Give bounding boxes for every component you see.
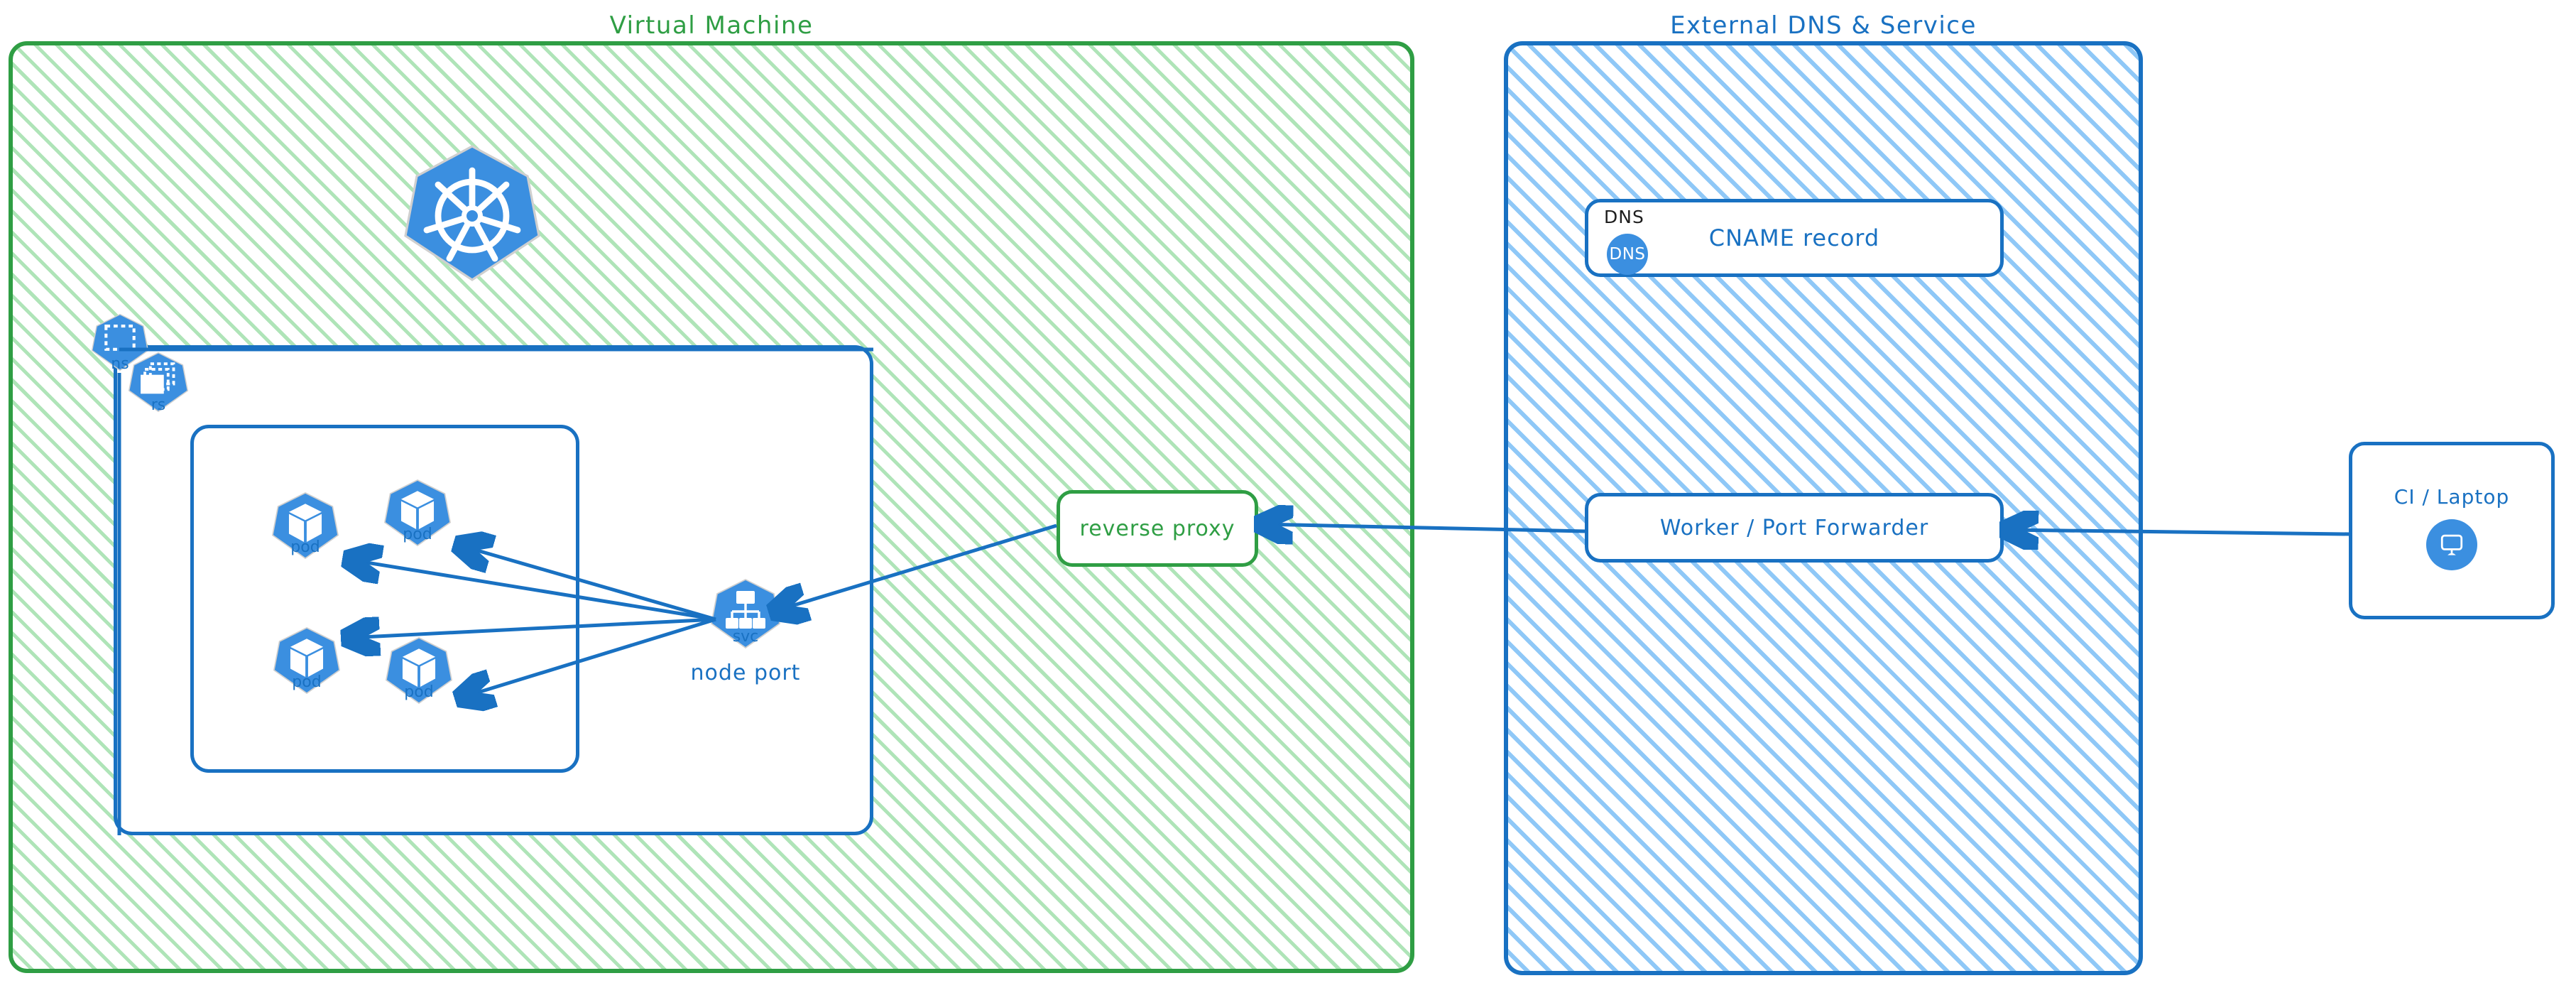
desktop-monitor-icon xyxy=(2426,519,2477,570)
pod-node-1[interactable]: pod xyxy=(271,490,339,574)
node-port-label: node port xyxy=(690,661,801,685)
reverse-proxy-label: reverse proxy xyxy=(1079,516,1235,541)
dns-record-label: CNAME record xyxy=(1708,224,1880,251)
pod-caption: pod xyxy=(403,526,432,543)
service-node[interactable]: svc xyxy=(710,577,781,663)
namespace-node[interactable]: ns xyxy=(91,311,149,382)
kubernetes-logo[interactable] xyxy=(401,142,543,284)
pod-icon xyxy=(383,479,452,547)
ci-laptop-box[interactable]: CI / Laptop xyxy=(2349,442,2555,619)
kubernetes-wheel-icon xyxy=(404,145,540,281)
replicaset-icon xyxy=(128,352,189,413)
pod-icon xyxy=(385,636,453,705)
pod-caption: pod xyxy=(290,538,320,556)
pod-icon xyxy=(273,626,341,695)
worker-port-forwarder-box[interactable]: Worker / Port Forwarder xyxy=(1585,493,2004,563)
reverse-proxy-box[interactable]: reverse proxy xyxy=(1057,490,1258,567)
pod-caption: pod xyxy=(292,673,322,691)
ci-laptop-label: CI / Laptop xyxy=(2394,485,2510,509)
replicaset-node[interactable]: rs xyxy=(128,349,189,423)
service-icon xyxy=(711,578,780,649)
pod-caption: pod xyxy=(404,683,434,701)
dns-tag-label: DNS xyxy=(1604,207,1644,227)
pod-node-3[interactable]: pod xyxy=(273,625,341,709)
dns-badge-icon: DNS xyxy=(1607,234,1648,275)
region-virtual-machine-title: Virtual Machine xyxy=(609,11,814,40)
pod-icon xyxy=(271,492,339,560)
pod-node-4[interactable]: pod xyxy=(385,635,453,719)
replicaset-caption: rs xyxy=(151,396,166,414)
region-external-dns-service-title: External DNS & Service xyxy=(1670,11,1977,40)
worker-port-forwarder-label: Worker / Port Forwarder xyxy=(1659,515,1929,541)
pod-node-2[interactable]: pod xyxy=(383,477,452,561)
namespace-caption: ns xyxy=(111,355,129,373)
dns-record-card[interactable]: DNS DNS CNAME record xyxy=(1585,199,2004,277)
service-caption: svc xyxy=(732,628,759,646)
namespace-icon xyxy=(91,313,149,371)
